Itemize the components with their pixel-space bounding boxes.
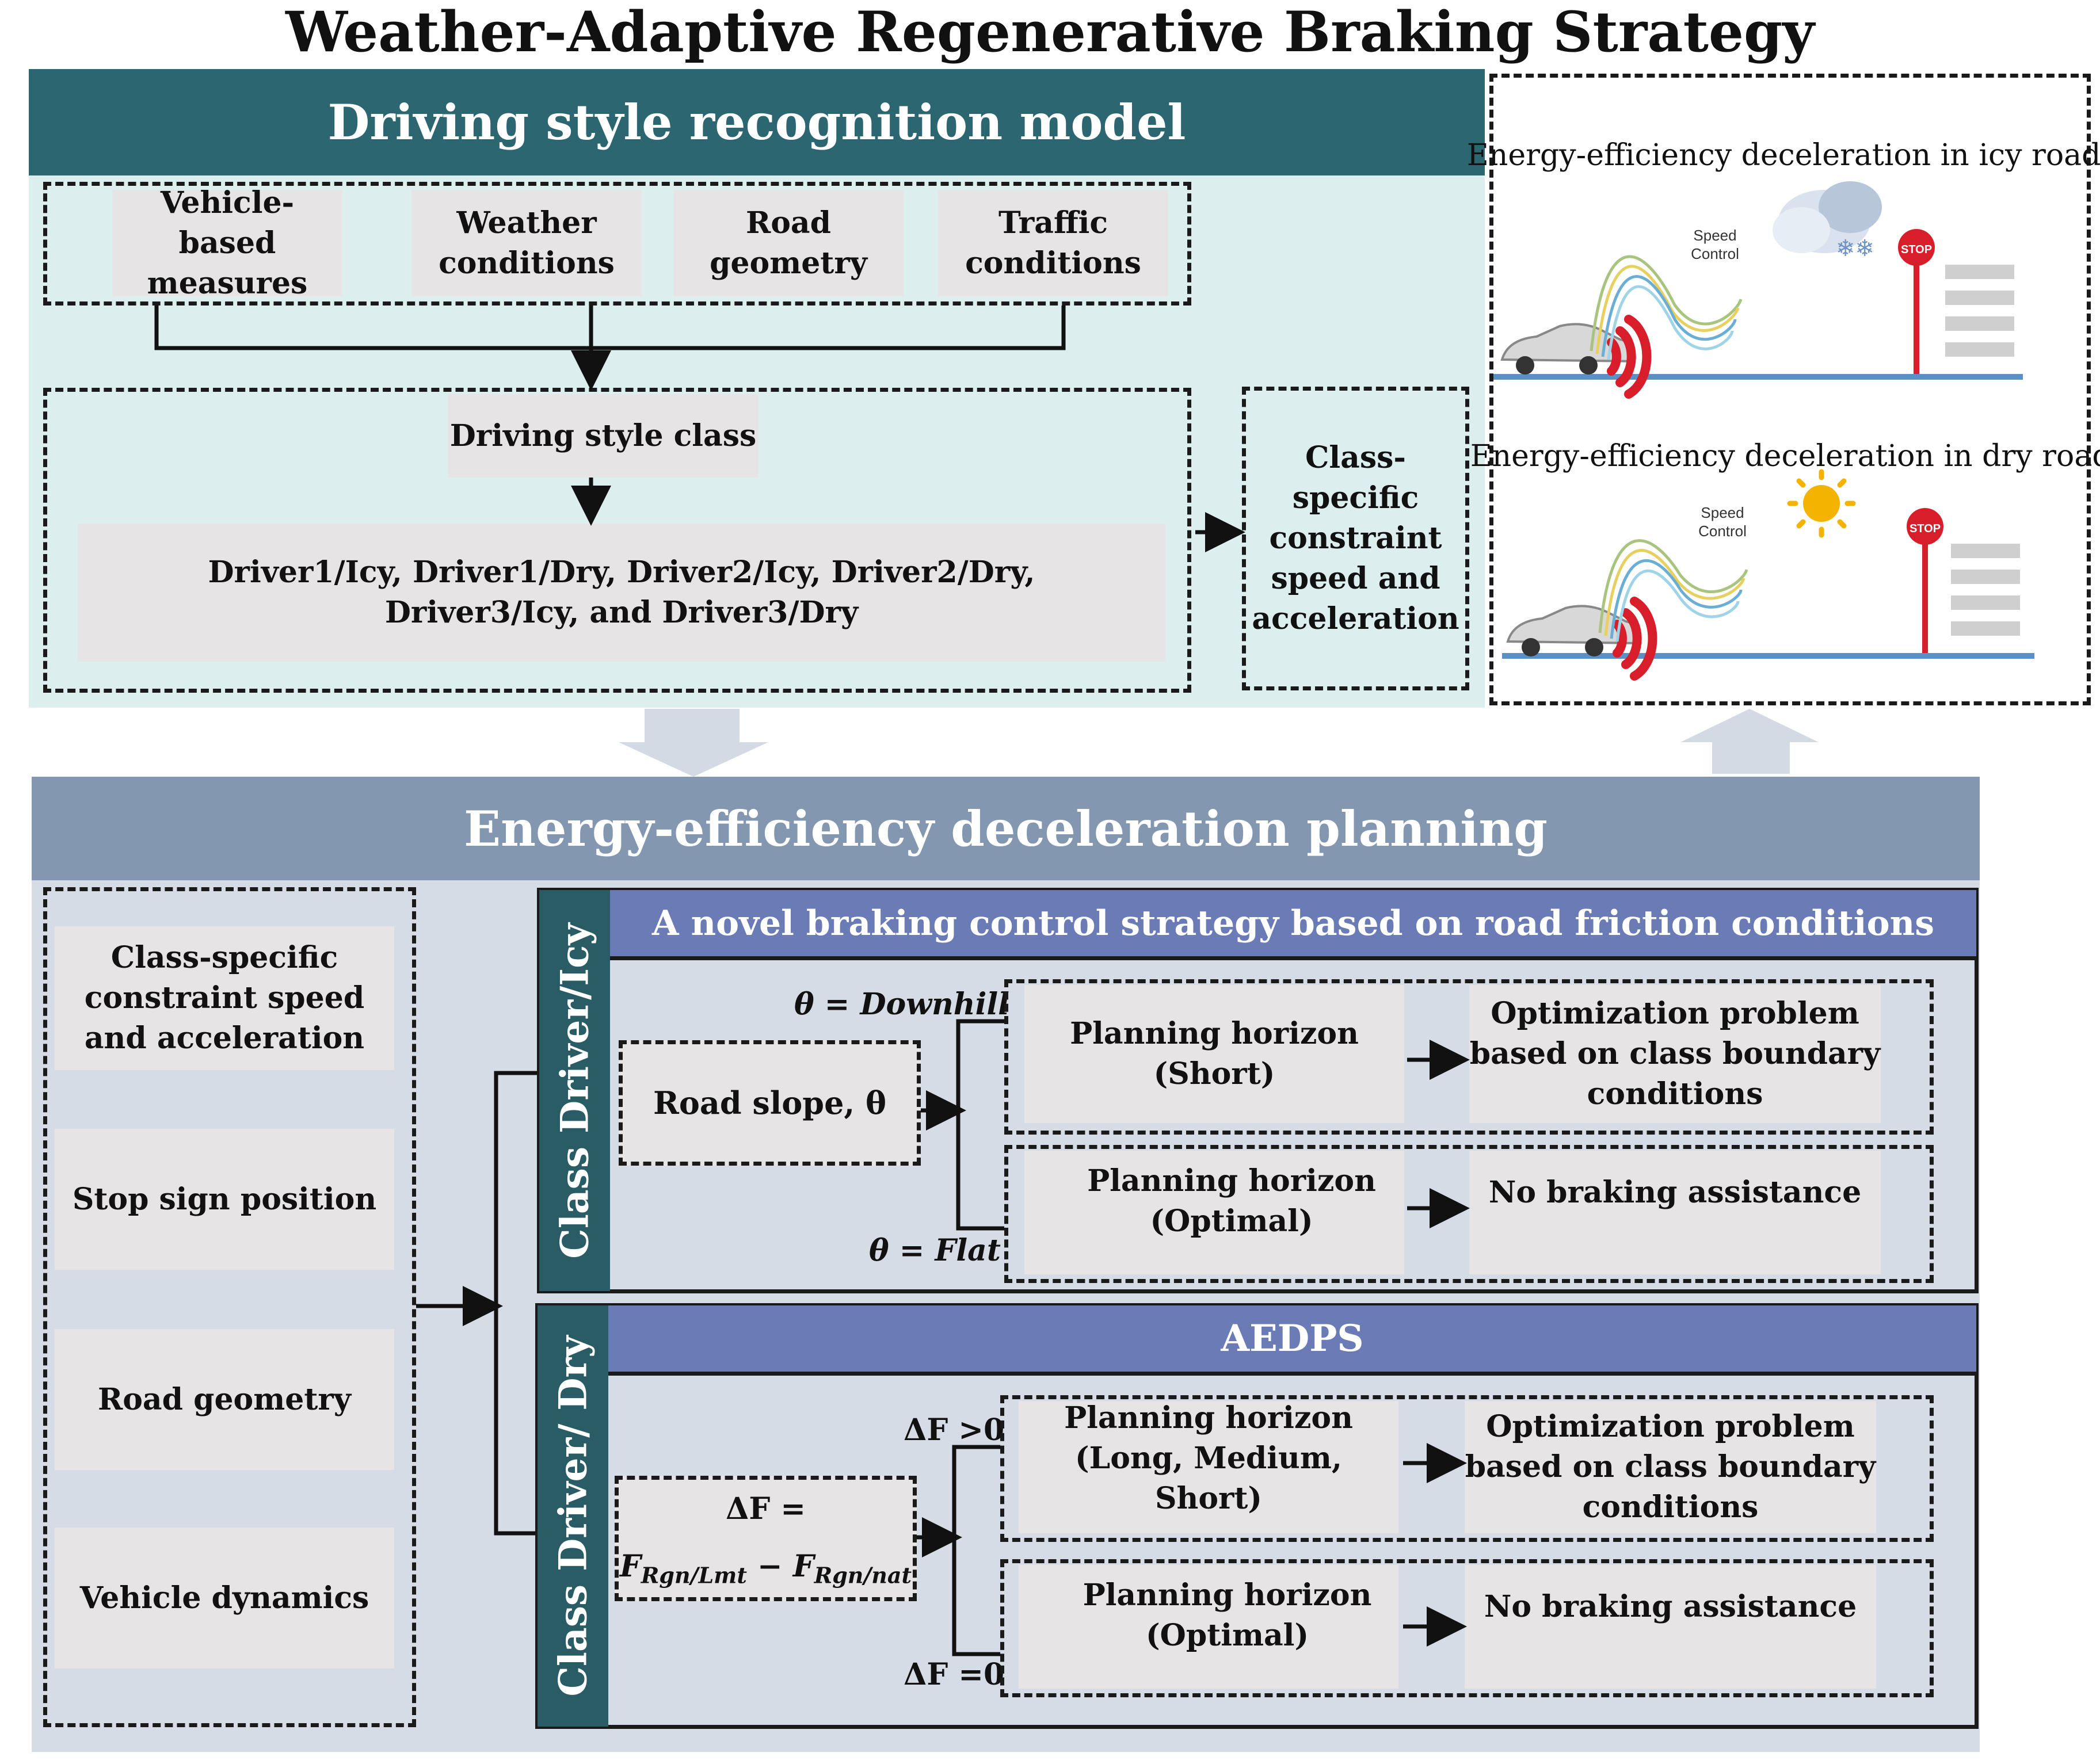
recognition-header: Driving style recognition model <box>29 69 1485 175</box>
class-list-line-2: Driver3/Icy, and Driver3/Dry <box>384 595 859 630</box>
constraint-box: Class-specific constraint speed and acce… <box>1242 387 1469 690</box>
planning-input-stop-sign: Stop sign position <box>55 1129 394 1270</box>
icy-optimal-group <box>1004 1145 1934 1283</box>
dry-horizon-long: Planning horizon (Long, Medium, Short) <box>1019 1400 1398 1533</box>
downhill-label: θ = Downhill <box>794 987 1009 1022</box>
input-road-geometry: Road geometry <box>673 190 904 296</box>
planning-input-road-geometry: Road geometry <box>55 1329 394 1470</box>
dry-stop-text: STOP <box>1910 522 1941 535</box>
icy-optimization: Optimization problem based on class boun… <box>1469 985 1881 1123</box>
delta-eq0-label: ΔF =0 <box>904 1657 1005 1692</box>
icy-stop-text: STOP <box>1901 243 1932 256</box>
delta-f-symbol-a: F <box>619 1549 641 1584</box>
dry-scene: Speed Control STOP <box>1502 469 2034 681</box>
dry-optimization: Optimization problem based on class boun… <box>1465 1401 1876 1533</box>
icy-no-braking: No braking assistance <box>1469 1151 1881 1274</box>
dry-strategy-header: AEDPS <box>608 1305 1976 1376</box>
class-group <box>43 388 1191 693</box>
delta-f-minus: − <box>746 1549 793 1584</box>
icy-short-group <box>1004 979 1934 1135</box>
dry-horizon-optimal: Planning horizon (Optimal) <box>1019 1565 1398 1689</box>
icy-strategy-header: A novel braking control strategy based o… <box>610 890 1976 960</box>
icy-car-wheel-front <box>1516 356 1534 375</box>
input-weather-conditions: Weather conditions <box>411 190 642 296</box>
driving-style-class-label: Driving style class <box>448 394 759 478</box>
page-title: Weather-Adaptive Regenerative Braking St… <box>285 0 1815 64</box>
planning-header: Energy-efficiency deceleration planning <box>32 777 1980 880</box>
dry-optimal-group <box>1000 1559 1934 1697</box>
icy-stop-sign-icon <box>1898 229 1935 266</box>
icy-car-wheel-rear <box>1579 356 1598 375</box>
dry-long-group <box>1000 1395 1934 1542</box>
dry-car-wheel-front <box>1522 638 1540 656</box>
delta-f-sub-b: Rgn/nat <box>814 1562 912 1589</box>
input-traffic-conditions: Traffic conditions <box>938 190 1168 296</box>
planning-input-constraint: Class-specific constraint speed and acce… <box>55 926 394 1070</box>
icy-scene: Speed Control ❄❄ STOP <box>1493 181 2023 399</box>
dry-crosswalk-icon <box>1951 544 2020 636</box>
icy-speed-label-2: Control <box>1691 245 1739 262</box>
icy-horizon-optimal: Planning horizon (Optimal) <box>1024 1151 1404 1274</box>
dry-speed-label-2: Control <box>1698 522 1747 540</box>
dry-split-line <box>952 1445 1000 1656</box>
dry-branch-frame <box>535 1303 1979 1729</box>
icy-split-line <box>956 1019 1004 1231</box>
dry-speed-curves <box>1598 539 1748 642</box>
dry-road-title: Energy-efficiency deceleration in dry ro… <box>1470 439 2100 474</box>
up-arrow-to-illustration <box>1680 709 1819 774</box>
delta-f-symbol-b: F <box>792 1549 814 1584</box>
svg-text:❄❄: ❄❄ <box>1836 235 1874 262</box>
flat-label: θ = Flat <box>869 1233 1001 1268</box>
snow-cloud-icon: ❄❄ <box>1773 181 1882 262</box>
delta-f-formula: FRgn/Lmt − FRgn/nat <box>619 1549 913 1588</box>
dry-side-label: Class Driver/ Dry <box>538 1305 608 1727</box>
icy-radar-icon <box>1607 315 1652 399</box>
icy-horizon-short: Planning horizon (Short) <box>1024 985 1404 1123</box>
recognition-inputs-group <box>43 182 1191 306</box>
icy-side-label: Class Driver/Icy <box>539 890 610 1291</box>
planning-inputs-group <box>43 887 416 1727</box>
delta-f-sub-a: Rgn/Lmt <box>641 1562 747 1589</box>
icy-crosswalk-icon <box>1945 265 2014 357</box>
dry-stop-sign-icon <box>1907 508 1943 545</box>
dry-speed-label-1: Speed <box>1701 504 1744 521</box>
sun-icon <box>1787 469 1856 538</box>
icy-speed-label-1: Speed <box>1693 227 1736 244</box>
branch-split-line <box>494 1071 537 1536</box>
delta-gt0-label: ΔF >0 <box>904 1412 1005 1448</box>
delta-f-box: ΔF = FRgn/Lmt − FRgn/nat <box>615 1476 917 1601</box>
dry-no-braking: No braking assistance <box>1465 1565 1876 1689</box>
driving-style-class-list: Driver1/Icy, Driver1/Dry, Driver2/Icy, D… <box>78 524 1165 662</box>
down-arrow-to-planning <box>619 709 768 777</box>
delta-f-eq: ΔF = <box>726 1491 806 1526</box>
class-list-line-1: Driver1/Icy, Driver1/Dry, Driver2/Icy, D… <box>208 555 1035 590</box>
planning-input-vehicle-dynamics: Vehicle dynamics <box>55 1528 394 1668</box>
icy-road-title: Energy-efficiency deceleration in icy ro… <box>1466 138 2100 173</box>
road-slope-box: Road slope, θ <box>619 1040 921 1166</box>
illustration-panel <box>1489 74 2091 705</box>
inputs-merge-line <box>154 306 1066 350</box>
icy-branch-frame <box>537 888 1979 1293</box>
input-vehicle-measures: Vehicle-based measures <box>112 185 342 301</box>
icy-speed-curves <box>1590 255 1743 360</box>
dry-car-wheel-rear <box>1585 638 1603 656</box>
